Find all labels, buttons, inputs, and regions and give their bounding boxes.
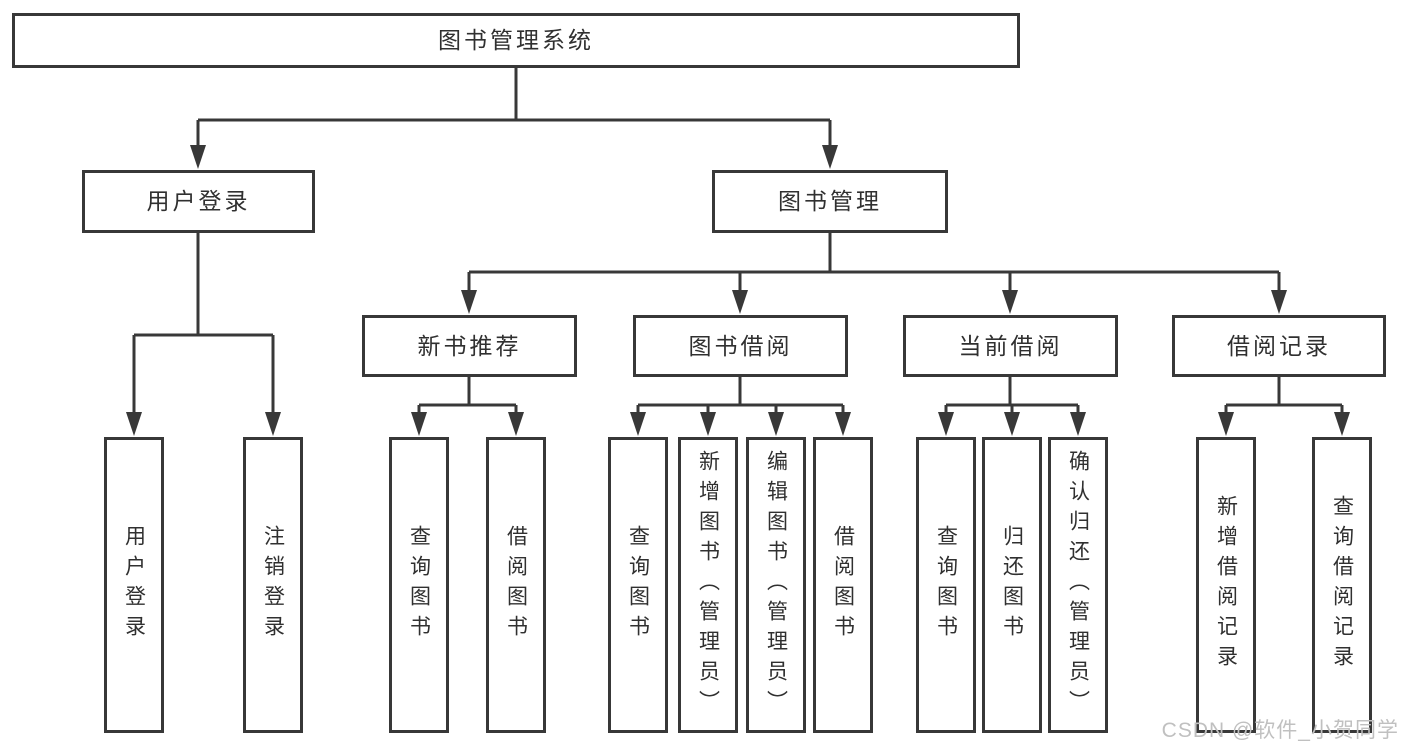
leaf-user-login: 用户登录 (104, 437, 164, 733)
node-borrowing-records: 借阅记录 (1172, 315, 1386, 377)
node-library-system: 图书管理系统 (12, 13, 1020, 68)
leaf-borrow-book-2: 借阅图书 (813, 437, 873, 733)
node-user-login: 用户登录 (82, 170, 315, 233)
leaf-edit-book-admin: 编辑图书（管理员） (746, 437, 806, 733)
leaf-add-borrow-record: 新增借阅记录 (1196, 437, 1256, 733)
leaf-confirm-return-admin: 确认归还（管理员） (1048, 437, 1108, 733)
leaf-return-book: 归还图书 (982, 437, 1042, 733)
node-book-management: 图书管理 (712, 170, 948, 233)
leaf-query-borrow-record: 查询借阅记录 (1312, 437, 1372, 733)
node-book-borrowing: 图书借阅 (633, 315, 848, 377)
node-new-book-recommend: 新书推荐 (362, 315, 577, 377)
leaf-query-book-3: 查询图书 (916, 437, 976, 733)
arrowhead-icons (126, 145, 1350, 436)
node-current-borrowing: 当前借阅 (903, 315, 1118, 377)
csdn-watermark: CSDN @软件_小贺同学 (1161, 719, 1399, 742)
leaf-borrow-book-1: 借阅图书 (486, 437, 546, 733)
leaf-query-book-1: 查询图书 (389, 437, 449, 733)
leaf-query-book-2: 查询图书 (608, 437, 668, 733)
leaf-add-book-admin: 新增图书（管理员） (678, 437, 738, 733)
leaf-logout: 注销登录 (243, 437, 303, 733)
